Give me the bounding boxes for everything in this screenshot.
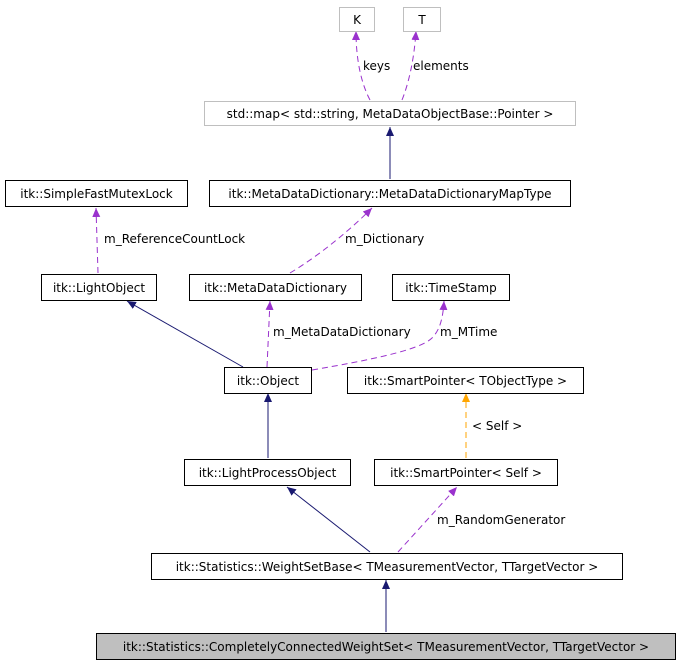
node-light-object[interactable]: itk::LightObject bbox=[41, 274, 157, 301]
edge-m-referencecountlock bbox=[92, 207, 101, 274]
node-std-map[interactable]: std::map< std::string, MetaDataObjectBas… bbox=[204, 101, 576, 126]
edge-m-metadatadictionary bbox=[265, 300, 274, 368]
edge-m-randomgenerator bbox=[397, 486, 458, 553]
node-time-stamp[interactable]: itk::TimeStamp bbox=[392, 274, 510, 301]
edge-label-self: < Self > bbox=[472, 419, 523, 433]
node-smart-pointer-tobjecttype[interactable]: itk::SmartPointer< TObjectType > bbox=[347, 367, 584, 394]
edge-label-m-metadatadictionary: m_MetaDataDictionary bbox=[273, 325, 411, 339]
node-k[interactable]: K bbox=[339, 7, 375, 32]
edge-inherit-wsb-lpo bbox=[286, 486, 371, 553]
edge-keys bbox=[352, 30, 371, 101]
edge-label-m-mtime: m_MTime bbox=[440, 325, 498, 339]
edge-label-elements: elements bbox=[413, 59, 469, 73]
node-completely-connected-weight-set[interactable]: itk::Statistics::CompletelyConnectedWeig… bbox=[96, 633, 676, 660]
node-dictionary-map-type[interactable]: itk::MetaDataDictionary::MetaDataDiction… bbox=[209, 180, 571, 207]
node-simple-fast-mutex-lock[interactable]: itk::SimpleFastMutexLock bbox=[5, 180, 188, 207]
edge-label-m-randomgenerator: m_RandomGenerator bbox=[437, 513, 566, 527]
node-weight-set-base[interactable]: itk::Statistics::WeightSetBase< TMeasure… bbox=[151, 553, 623, 580]
edge-elements bbox=[401, 30, 420, 101]
edge-label-m-dictionary: m_Dictionary bbox=[345, 232, 425, 246]
edge-m-dictionary bbox=[289, 207, 373, 274]
node-meta-data-dictionary[interactable]: itk::MetaDataDictionary bbox=[189, 274, 362, 301]
edge-inherit-object-lightobject bbox=[126, 300, 244, 368]
node-object[interactable]: itk::Object bbox=[224, 367, 312, 394]
edge-label-m-referencecountlock: m_ReferenceCountLock bbox=[104, 232, 246, 246]
edge-m-mtime bbox=[311, 300, 448, 371]
edge-label-keys: keys bbox=[363, 59, 391, 73]
node-light-process-object[interactable]: itk::LightProcessObject bbox=[184, 459, 351, 486]
node-t[interactable]: T bbox=[403, 7, 441, 32]
node-smart-pointer-self[interactable]: itk::SmartPointer< Self > bbox=[374, 459, 558, 486]
